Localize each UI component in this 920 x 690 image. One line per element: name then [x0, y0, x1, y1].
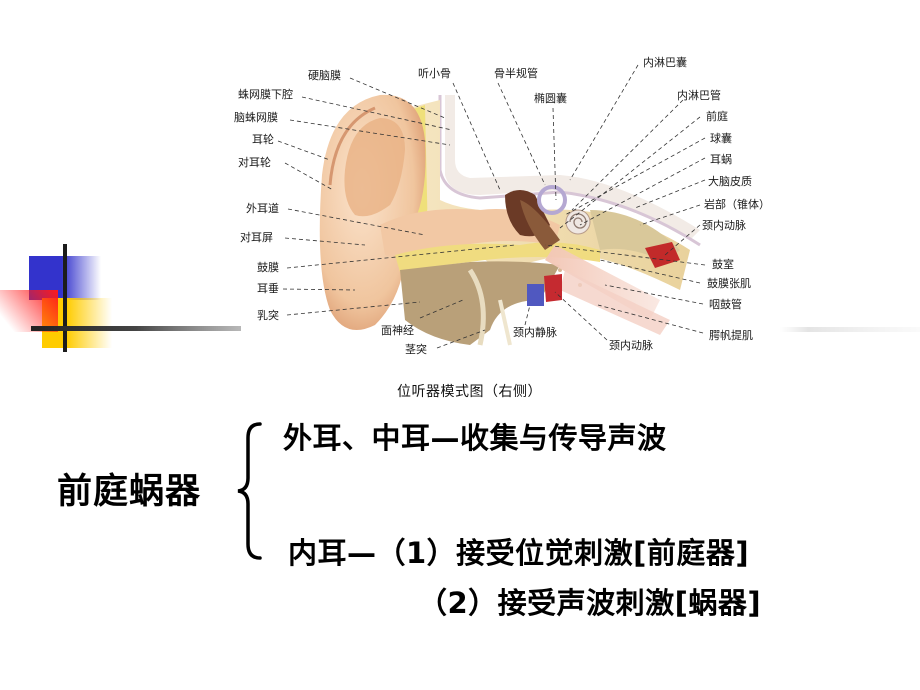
label-arachnoid: 脑蛛网膜 [234, 111, 278, 124]
label-antihelix: 对耳轮 [238, 156, 271, 169]
label-auditory-tube: 咽鼓管 [709, 298, 742, 311]
label-petrous-part: 岩部（锥体） [704, 198, 770, 211]
label-antitragus: 对耳屏 [240, 231, 273, 244]
ear-illustration [277, 64, 706, 349]
label-internal-carotid-artery-upper: 颈内动脉 [702, 219, 746, 232]
label-facial-nerve: 面神经 [381, 324, 414, 337]
label-subarachnoid-space: 蛛网膜下腔 [238, 88, 293, 101]
label-dura-mater: 硬脑膜 [308, 69, 341, 82]
label-endolymphatic-duct: 内淋巴管 [677, 89, 721, 102]
label-internal-jugular-vein: 颈内静脉 [513, 326, 557, 339]
label-ossicles: 听小骨 [418, 67, 451, 80]
label-cochlea: 耳蜗 [710, 153, 732, 166]
label-tensor-tympani: 鼓膜张肌 [707, 277, 751, 290]
branch-inner-ear-vestibular: 内耳—（1）接受位觉刺激[前庭器] [288, 536, 750, 570]
branch-inner-ear-cochlear: （2）接受声波刺激[蜗器] [418, 586, 762, 620]
label-styloid-process: 茎突 [405, 343, 427, 356]
label-external-acoustic-meatus: 外耳道 [246, 202, 279, 215]
label-cerebral-cortex: 大脑皮质 [708, 175, 752, 188]
ear-diagram: 硬脑膜 蛛网膜下腔 脑蛛网膜 耳轮 对耳轮 外耳道 对耳屏 鼓膜 耳垂 乳突 听… [234, 56, 770, 356]
branch-outer-middle-ear: 外耳、中耳—收集与传导声波 [283, 421, 667, 455]
label-bony-semicircular-canal: 骨半规管 [494, 67, 538, 80]
label-helix: 耳轮 [252, 133, 274, 146]
label-utricle: 椭圆囊 [534, 92, 567, 105]
label-saccule: 球囊 [710, 132, 732, 145]
figure-caption: 位听器模式图（右侧） [397, 384, 542, 400]
slide-title: 前庭蜗器 [57, 472, 202, 512]
label-tympanic-cavity: 鼓室 [712, 258, 734, 271]
curly-brace [237, 422, 262, 560]
label-endolymphatic-sac: 内淋巴囊 [643, 56, 687, 69]
label-vestibule: 前庭 [706, 110, 728, 123]
label-earlobe: 耳垂 [257, 282, 279, 295]
label-tympanic-membrane: 鼓膜 [257, 261, 279, 274]
label-levator-veli-palatini: 腭帆提肌 [709, 329, 753, 342]
label-mastoid: 乳突 [257, 309, 279, 322]
label-internal-carotid-artery-lower: 颈内动脉 [609, 339, 653, 352]
